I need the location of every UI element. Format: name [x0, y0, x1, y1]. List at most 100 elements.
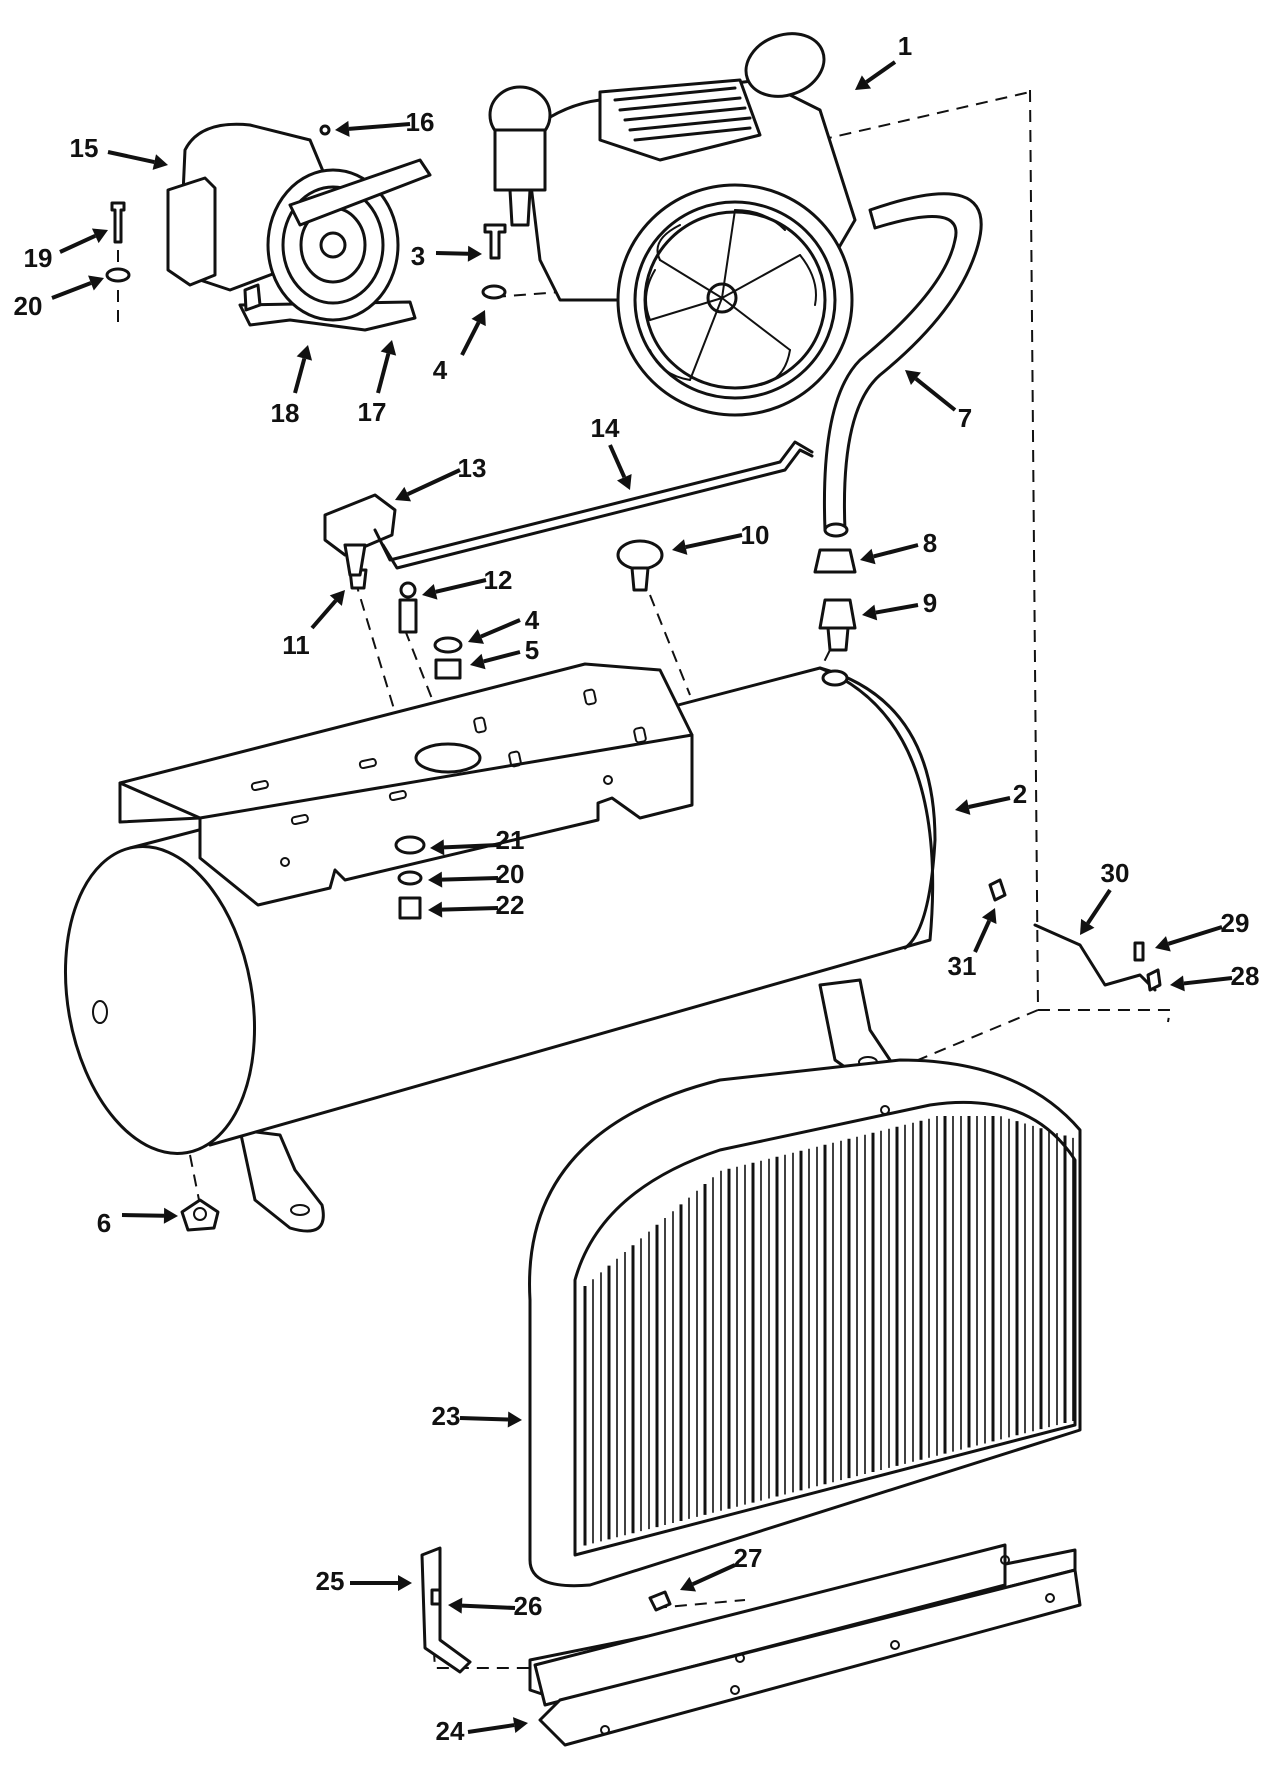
callout-arrowhead-motor [152, 154, 168, 170]
callout-arrow-compressor-pump [865, 60, 897, 84]
safety-valve [348, 568, 418, 634]
callout-arrow-motor [107, 150, 155, 164]
callout-label-pump-washer: 4 [433, 355, 448, 385]
callout-arrowhead-motor-key [335, 120, 350, 137]
callout-arrow-tank-washer [480, 618, 521, 639]
callout-arrowhead-drain-valve [163, 1207, 178, 1224]
callout-arrow-pump-bolt [435, 251, 469, 256]
callout-arrowhead-tank-flat-washer [430, 839, 445, 856]
pressure-gauge [616, 539, 664, 592]
discharge-tube [813, 192, 983, 652]
callout-label-rod-bolt: 31 [948, 951, 977, 981]
callout-arrowhead-pump-washer [471, 310, 486, 327]
callout-arrow-motor-washer [51, 281, 92, 300]
guard-clip [420, 1546, 472, 1674]
callout-label-discharge-tube: 7 [958, 403, 972, 433]
callout-arrow-air-tank [968, 796, 1011, 809]
callout-label-motor-pulley: 18 [271, 398, 300, 428]
callout-arrowhead-tank-lock-washer [428, 871, 443, 888]
callout-arrow-discharge-tube [914, 377, 957, 412]
callout-arrowhead-pump-bolt [467, 245, 482, 262]
callout-arrow-drain-valve [121, 1213, 165, 1218]
callout-arrowhead-belt-guard [507, 1411, 522, 1428]
callout-arrowhead-tube-nut [860, 548, 876, 565]
callout-arrowhead-tank-hex-nut [428, 901, 443, 918]
callout-label-unloader-tube: 14 [591, 413, 620, 443]
callout-arrowhead-pressure-switch [395, 486, 412, 502]
callout-arrow-unloader-tube [608, 444, 627, 479]
callout-arrowhead-rod-nut [1170, 975, 1185, 992]
callout-arrowhead-air-tank [955, 799, 971, 815]
callout-label-pressure-gauge: 10 [741, 520, 770, 550]
callout-label-guard-support-rod: 30 [1101, 858, 1130, 888]
callout-arrowhead-compressor-pump [855, 75, 872, 90]
callout-label-guard-screw: 27 [734, 1543, 763, 1573]
callout-arrowhead-tank-washer [468, 629, 485, 644]
callout-label-motor-key: 16 [406, 107, 435, 137]
callout-label-tank-washer: 4 [525, 605, 540, 635]
callout-arrow-guard-support-rod [1086, 888, 1112, 925]
belt-guard [528, 1058, 1082, 1588]
callout-label-motor-bolt: 19 [24, 243, 53, 273]
callout-arrow-motor-mount [376, 353, 391, 394]
pump-hardware [481, 223, 507, 300]
callout-arrow-pressure-gauge [685, 533, 743, 550]
callout-arrowhead-guard-base-bracket [512, 1717, 528, 1733]
pressure-switch [323, 440, 814, 577]
callout-label-clip-screw: 26 [514, 1591, 543, 1621]
callout-arrow-tube-fitting [875, 603, 919, 615]
callout-arrow-motor-pulley [293, 357, 307, 394]
callout-label-switch-fitting: 11 [282, 630, 310, 660]
callout-arrowhead-tank-nut [470, 653, 486, 670]
callout-arrow-guard-screw [691, 1563, 736, 1587]
callout-arrowhead-guard-clip [398, 1575, 412, 1591]
callout-label-motor-washer: 20 [14, 291, 43, 321]
callout-label-tank-lock-washer: 20 [496, 859, 525, 889]
callout-label-compressor-pump: 1 [898, 31, 912, 61]
callout-label-motor: 15 [70, 133, 99, 163]
callout-arrowhead-motor-washer [88, 275, 104, 291]
motor-hardware [105, 201, 131, 283]
callout-arrowhead-switch-fitting [329, 590, 345, 606]
callout-arrowhead-guard-screw [680, 1576, 697, 1592]
callout-arrow-belt-guard [459, 1416, 509, 1422]
callout-label-motor-mount: 17 [358, 397, 387, 427]
callout-label-air-tank: 2 [1013, 779, 1027, 809]
callouts: 1234456789101112131415161718192020212223… [14, 31, 1260, 1746]
callout-label-tank-nut: 5 [525, 635, 539, 665]
callout-arrow-motor-bolt [59, 234, 97, 254]
callout-arrow-switch-fitting [310, 599, 338, 630]
callout-label-safety-valve: 12 [484, 565, 513, 595]
callout-label-tank-hex-nut: 22 [496, 890, 525, 920]
callout-arrowhead-unloader-tube [617, 473, 632, 490]
callout-arrowhead-safety-valve [422, 584, 438, 600]
callout-arrowhead-discharge-tube [905, 370, 921, 385]
callout-arrowhead-rod-screw [1155, 936, 1171, 952]
callout-label-tube-fitting: 9 [923, 588, 937, 618]
air-tank [63, 662, 937, 1233]
callout-arrow-tank-lock-washer [441, 876, 499, 882]
callout-label-tube-nut: 8 [923, 528, 937, 558]
callout-arrowhead-guard-support-rod [1080, 918, 1095, 935]
callout-arrowhead-clip-screw [448, 1597, 463, 1614]
motor [166, 122, 432, 332]
callout-arrow-motor-key [348, 122, 411, 131]
callout-arrow-clip-screw [461, 1603, 516, 1610]
callout-arrow-rod-nut [1183, 976, 1233, 986]
callout-arrow-tank-hex-nut [441, 906, 499, 912]
callout-arrow-guard-base-bracket [467, 1723, 515, 1734]
callout-arrow-rod-screw [1167, 925, 1223, 946]
compressor-pump [488, 32, 857, 417]
callout-label-rod-nut: 28 [1231, 961, 1260, 991]
guard-base-bracket [528, 1543, 1082, 1747]
callout-arrow-pressure-switch [406, 468, 461, 496]
callout-arrow-tube-nut [873, 543, 919, 559]
callout-arrowhead-pressure-gauge [672, 539, 688, 555]
callout-label-rod-screw: 29 [1221, 908, 1250, 938]
callout-arrowhead-motor-mount [380, 340, 397, 356]
callout-label-guard-clip: 25 [316, 1566, 345, 1596]
callout-arrowhead-motor-pulley [296, 345, 313, 361]
callout-arrowhead-motor-bolt [91, 228, 108, 244]
callout-arrow-tank-flat-washer [443, 843, 499, 850]
